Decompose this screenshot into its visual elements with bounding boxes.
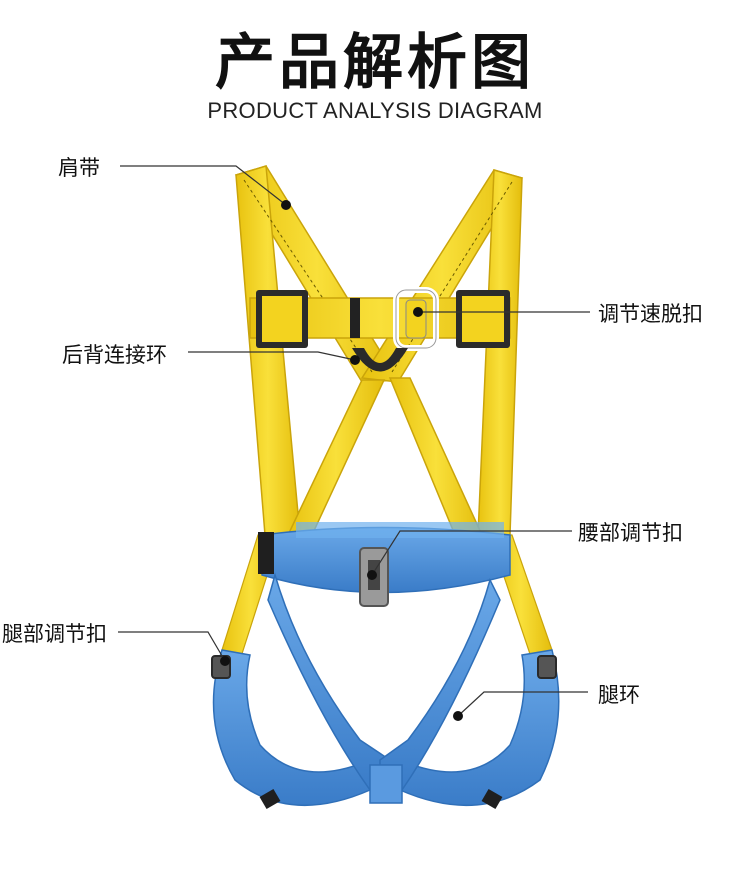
label-waist-buckle: 腰部调节扣 (578, 521, 683, 545)
leg-loops (211, 572, 560, 810)
leader-back-ring (188, 351, 356, 361)
leader-leg-loop (457, 691, 588, 717)
label-quick-release-buckle: 调节速脱扣 (598, 302, 703, 326)
label-shoulder-strap: 肩带 (58, 156, 100, 180)
page-title: 产品解析图 (215, 28, 535, 98)
leader-lines (118, 165, 590, 717)
leader-dots (220, 200, 463, 721)
back-d-ring (352, 348, 408, 372)
label-back-connection-ring: 后背连接环 (62, 343, 167, 367)
label-leg-buckle: 腿部调节扣 (2, 622, 107, 646)
page-subtitle: PRODUCT ANALYSIS DIAGRAM (207, 98, 543, 123)
waist-belt (258, 522, 511, 607)
leader-waist-buckle (371, 530, 572, 576)
chest-strap (249, 290, 511, 348)
leader-shoulder-strap (120, 165, 287, 206)
leader-leg-buckle (118, 631, 226, 662)
label-leg-loop: 腿环 (598, 683, 640, 707)
